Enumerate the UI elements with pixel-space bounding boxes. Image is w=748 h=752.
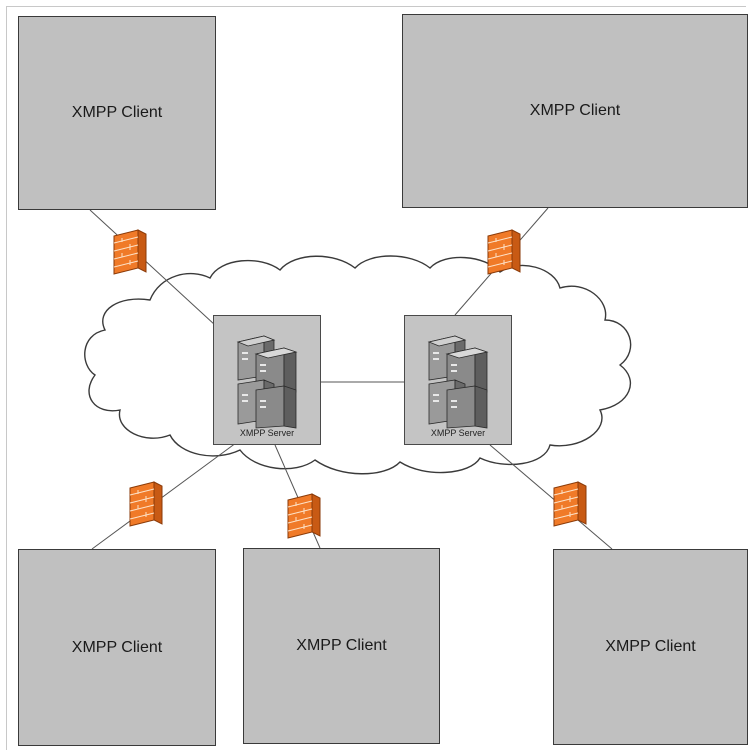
link-bottom-right — [489, 444, 613, 550]
link-top-left — [89, 209, 216, 326]
xmpp-server-left: XMPP Server — [213, 315, 321, 445]
network-cloud — [84, 255, 632, 475]
xmpp-client-bottom-left: XMPP Client — [18, 549, 216, 746]
server-label: XMPP Server — [430, 428, 486, 438]
xmpp-client-top-right: XMPP Client — [402, 14, 748, 208]
firewall-icon — [129, 481, 163, 527]
client-label: XMPP Client — [71, 104, 163, 121]
firewall-icon — [553, 481, 587, 527]
client-label: XMPP Client — [605, 638, 696, 655]
server-label: XMPP Server — [239, 428, 295, 438]
link-bottom-left — [91, 439, 241, 550]
client-label: XMPP Client — [296, 637, 387, 654]
xmpp-client-bottom-right: XMPP Client — [553, 549, 748, 745]
xmpp-server-right: XMPP Server — [404, 315, 512, 445]
firewall-icon — [287, 493, 321, 539]
xmpp-client-top-left: XMPP Client — [18, 16, 216, 210]
firewall-icon — [487, 229, 521, 275]
server-rack-icon — [236, 335, 298, 429]
firewall-icon — [113, 229, 147, 275]
client-label: XMPP Client — [529, 102, 621, 119]
client-label: XMPP Client — [71, 638, 163, 656]
xmpp-client-bottom-middle: XMPP Client — [243, 548, 440, 744]
server-rack-icon — [427, 335, 489, 429]
